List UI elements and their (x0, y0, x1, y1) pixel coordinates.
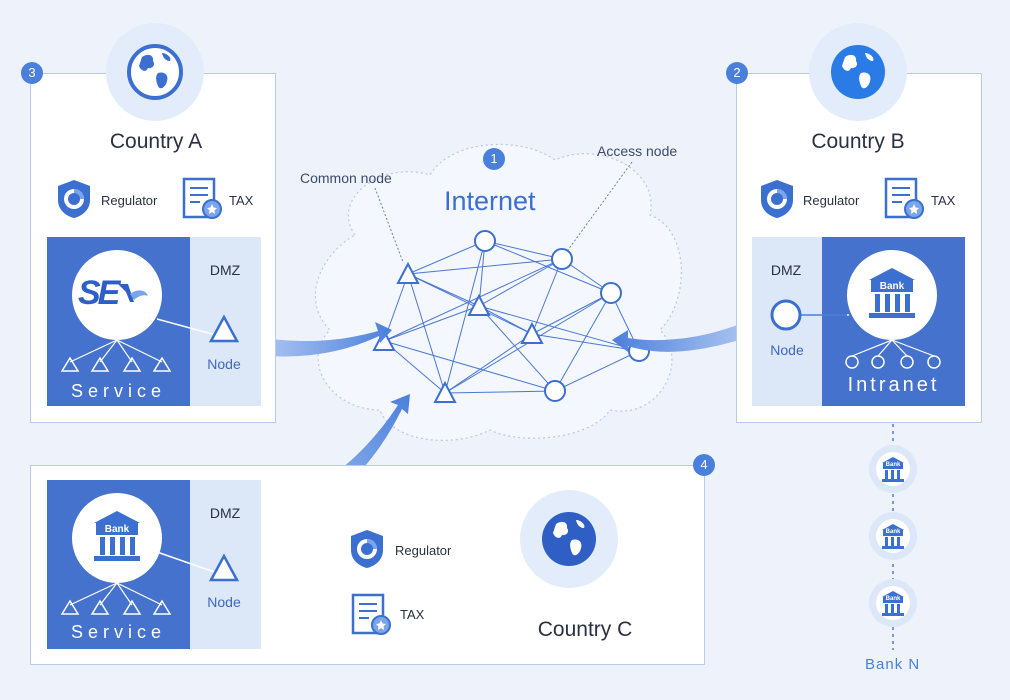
bank-text: Bank (879, 281, 905, 292)
network-node-triangle (433, 380, 457, 403)
country-b-connections (770, 299, 941, 369)
shield-icon (54, 178, 94, 220)
tax-document-icon (349, 592, 393, 638)
country-a-badge: 3 (21, 62, 43, 84)
country-b-tax-label: TAX (931, 193, 956, 208)
network-node-triangle (520, 321, 544, 344)
bank-chain-item: Bank (869, 579, 917, 627)
tax-document-icon (180, 176, 224, 222)
country-a-globe (106, 23, 204, 121)
country-b-globe (809, 23, 907, 121)
network-node-circle (544, 380, 566, 402)
country-c-node-label: Node (207, 594, 241, 610)
country-b-regulator-label: Regulator (803, 193, 860, 208)
network-node-circle (600, 282, 622, 304)
country-c-globe (520, 490, 618, 588)
flow-arrow-country-a (255, 322, 392, 357)
country-b-intranet-label: Intranet (847, 374, 940, 396)
bank-icon (876, 519, 910, 553)
bank-text: Bank (885, 529, 901, 535)
country-c-bank-circle: Bank (72, 493, 162, 583)
bank-n-label: Bank N (865, 656, 921, 673)
country-a-connections (60, 314, 240, 372)
bank-chain-item: Bank (869, 512, 917, 560)
globe-icon (542, 512, 596, 566)
bank-text: Bank (885, 596, 901, 602)
country-a-name: Country A (109, 130, 203, 153)
country-a-regulator-label: Regulator (101, 193, 158, 208)
shield-icon (347, 528, 387, 570)
network-edges (383, 240, 640, 394)
country-c-connections (60, 551, 240, 615)
access-node-label: Access node (597, 143, 678, 159)
common-node-label: Common node (300, 170, 392, 186)
triangle-icon (208, 553, 240, 582)
seaps-logo-text: SE (78, 274, 120, 312)
country-c-regulator-label: Regulator (395, 543, 452, 558)
bank-chain-item: Bank (869, 445, 917, 493)
bank-icon (94, 511, 140, 561)
network-node-triangle (396, 261, 420, 284)
network-node-triangle (372, 328, 396, 351)
country-a-tax-label: TAX (229, 193, 254, 208)
tax-document-icon (882, 176, 926, 222)
country-c-badge: 4 (693, 454, 715, 476)
triangle-icon (208, 314, 240, 343)
network-node-triangle (467, 293, 491, 316)
shield-icon (757, 178, 797, 220)
country-c-tax-label: TAX (400, 607, 425, 622)
country-a-logo-circle: SE (72, 250, 162, 340)
country-c-service-label: Service (70, 622, 167, 642)
country-b-dmz-label: DMZ (770, 262, 802, 278)
country-b-node-label: Node (770, 342, 804, 358)
country-c-dmz-label: DMZ (209, 505, 241, 521)
network-node-circle (551, 248, 573, 270)
bank-icon (876, 586, 910, 620)
country-b-badge: 2 (726, 62, 748, 84)
bank-icon (876, 452, 910, 486)
flow-arrow-country-b (612, 318, 755, 352)
node-circle-icon (770, 299, 802, 331)
country-b-bank-circle: Bank (847, 250, 937, 340)
bank-text: Bank (885, 462, 901, 468)
globe-icon (831, 45, 885, 99)
internet-cloud (314, 143, 682, 441)
internet-title: Internet (444, 186, 536, 216)
country-a-service-label: Service (70, 381, 167, 401)
globe-icon (127, 44, 183, 100)
network-node-circle (474, 230, 496, 252)
country-a-node-label: Node (207, 356, 241, 372)
country-c-name: Country C (537, 618, 633, 641)
internet-badge: 1 (483, 148, 505, 170)
country-a-dmz-label: DMZ (209, 262, 241, 278)
bank-text: Bank (104, 524, 130, 535)
network-nodes (372, 230, 650, 403)
bank-icon (869, 268, 915, 318)
seaps-logo-icon (118, 284, 148, 302)
country-b-name: Country B (811, 130, 905, 153)
